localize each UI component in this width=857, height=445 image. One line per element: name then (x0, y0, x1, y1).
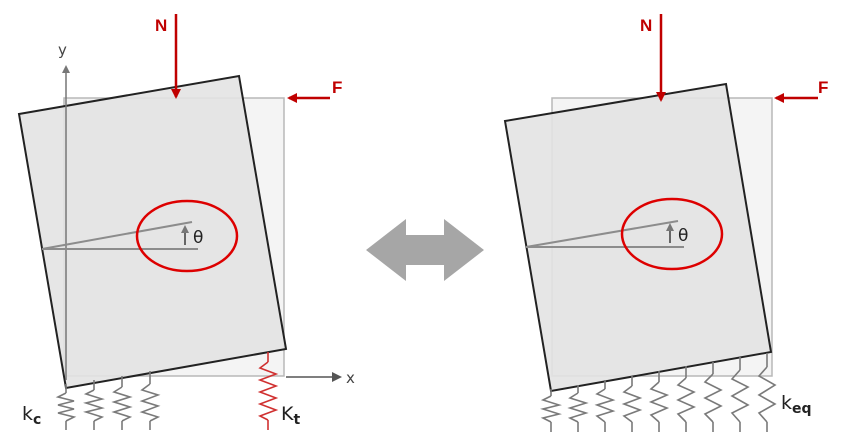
right-equivalent-spring-label: keq (781, 392, 812, 417)
spring (139, 371, 161, 430)
left-compression-spring-label: kc (22, 403, 41, 428)
left-panel: y x θ N F (17, 14, 355, 430)
left-angle-label: θ (193, 228, 203, 248)
spring (648, 371, 670, 432)
left-x-axis-label: x (346, 369, 355, 387)
left-compression-springs (55, 371, 161, 430)
left-normal-force-label: N (155, 16, 167, 35)
left-rotated-block (17, 74, 288, 390)
right-rotated-block (503, 82, 773, 393)
spring (567, 385, 589, 432)
spring (83, 380, 105, 430)
right-normal-force-label: N (640, 16, 652, 35)
spring (55, 384, 77, 430)
right-angle-highlight-circle (620, 197, 724, 271)
left-y-axis-label: y (58, 41, 67, 59)
spring (757, 353, 777, 432)
left-lateral-force-label: F (332, 78, 342, 97)
double-headed-arrow-icon (366, 219, 484, 281)
right-equivalent-springs (540, 353, 777, 432)
spring (676, 366, 696, 432)
right-lateral-force-label: F (818, 78, 828, 97)
spring (594, 380, 616, 432)
left-tension-spring (257, 352, 279, 430)
left-angle-rotated-line (41, 221, 193, 250)
spring (703, 362, 723, 432)
right-angle-rotated-line (525, 220, 679, 248)
right-panel: θ N F keq (503, 14, 828, 432)
left-tension-spring-label: Kt (281, 403, 300, 428)
right-angle-label: θ (678, 226, 688, 246)
spring (621, 376, 643, 432)
spring (540, 389, 562, 432)
spring (730, 357, 750, 432)
left-angle-highlight-circle (135, 199, 239, 273)
spring (111, 376, 133, 430)
